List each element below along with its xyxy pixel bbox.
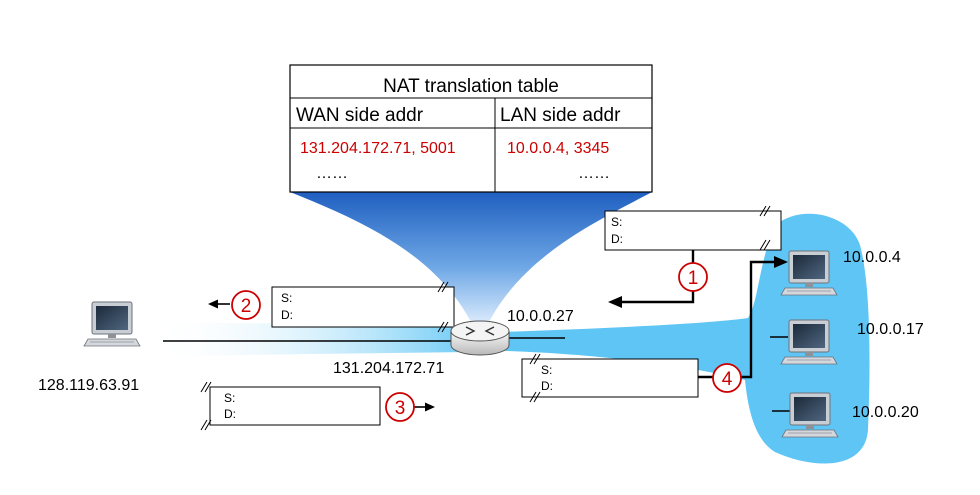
row1-wan: 131.204.172.71, 5001	[300, 140, 456, 157]
packet-3-source: S:	[224, 391, 235, 405]
lan-network-region	[470, 213, 870, 464]
row2-lan: ……	[578, 165, 610, 182]
step-1-label: 1	[688, 268, 699, 289]
header-lan: LAN side addr	[500, 105, 621, 126]
row1-lan: 10.0.0.4, 3345	[507, 140, 609, 157]
step-3-label: 3	[395, 398, 406, 419]
header-wan: WAN side addr	[296, 105, 424, 126]
lan-host-3-computer-icon	[781, 392, 839, 438]
lan-host-2-ip: 10.0.0.17	[857, 321, 924, 338]
step-1-marker: 1	[678, 262, 708, 292]
step-3-arrow	[414, 402, 435, 412]
packet-2: S: D:	[271, 281, 455, 333]
router-wan-ip: 131.204.172.71	[333, 360, 444, 377]
table-to-router-wedge	[290, 192, 652, 330]
packet-4-source: S:	[541, 363, 552, 377]
packet-1-source: S:	[611, 215, 622, 229]
step-2-marker: 2	[231, 290, 261, 320]
row2-wan: ……	[316, 165, 348, 182]
nat-table-title: NAT translation table	[383, 76, 559, 97]
remote-host-computer-icon	[83, 301, 141, 347]
lan-host-1-ip: 10.0.0.4	[843, 249, 901, 266]
router-arrows-icon	[465, 326, 495, 336]
packet-2-dest: D:	[281, 308, 293, 322]
packet-4-dest: D:	[541, 379, 553, 393]
step-2-arrow	[208, 299, 230, 309]
step-4-marker: 4	[712, 363, 742, 393]
remote-host-ip: 128.119.63.91	[38, 377, 139, 394]
lan-host-3-ip: 10.0.0.20	[852, 404, 919, 421]
packet-1: S: D:	[604, 205, 782, 251]
step-2-label: 2	[241, 296, 252, 317]
step-4-label: 4	[722, 369, 733, 390]
step-3-marker: 3	[385, 392, 415, 422]
lan-host-2-computer-icon	[780, 319, 838, 365]
packet-1-dest: D:	[611, 232, 623, 246]
packet-4: S: D:	[521, 353, 699, 403]
nat-translation-table: NAT translation table WAN side addr LAN …	[289, 64, 653, 193]
router-lan-ip: 10.0.0.27	[507, 308, 574, 325]
nat-router	[450, 320, 510, 356]
packet-2-source: S:	[281, 291, 292, 305]
lan-host-1-computer-icon	[780, 250, 838, 296]
packet-3-dest: D:	[224, 407, 236, 421]
packet-3: S: D:	[200, 381, 381, 431]
wan-link-band	[150, 322, 470, 356]
